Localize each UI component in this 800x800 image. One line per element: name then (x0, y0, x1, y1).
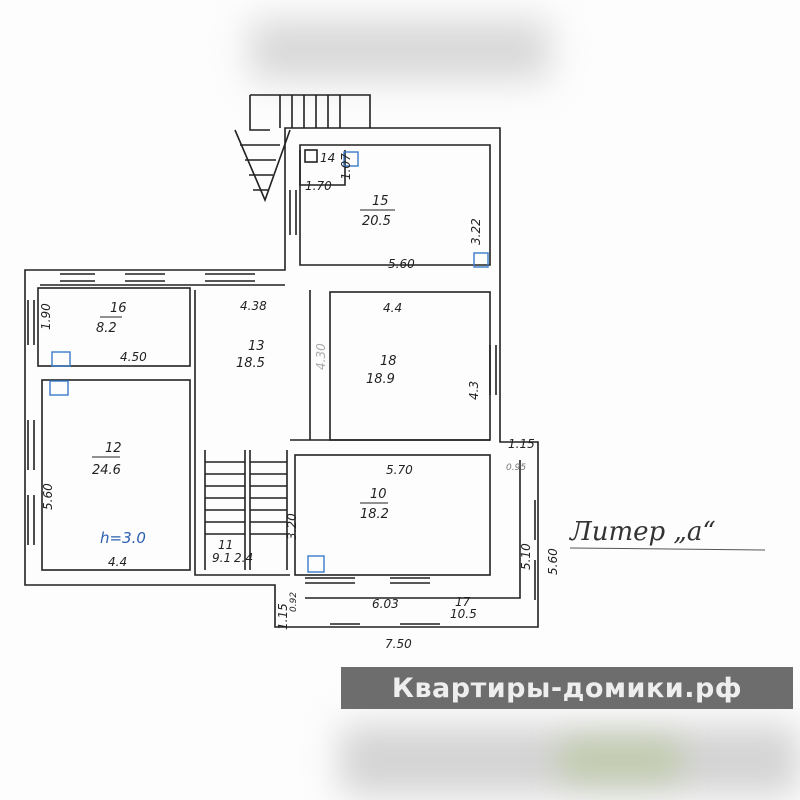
watermark-text: Квартиры-домики.рф (391, 672, 743, 704)
svg-text:1.15: 1.15 (508, 437, 535, 451)
svg-text:1.07: 1.07 (339, 153, 353, 180)
room-13-label: 13 18.5 (236, 339, 265, 371)
blurred-region-top (250, 20, 550, 80)
watermark-banner: Квартиры-домики.рф (341, 667, 793, 709)
svg-text:15: 15 (372, 194, 389, 209)
svg-text:0.95: 0.95 (506, 463, 526, 473)
svg-text:1.15: 1.15 (276, 603, 290, 630)
svg-text:5.60: 5.60 (546, 548, 560, 575)
svg-text:18.2: 18.2 (360, 507, 389, 522)
svg-text:3.22: 3.22 (469, 218, 483, 245)
svg-text:9.1: 9.1 (212, 551, 231, 565)
toilet-icon (304, 149, 318, 163)
svg-text:10: 10 (370, 487, 387, 502)
svg-text:16: 16 (110, 301, 127, 316)
svg-text:4.38: 4.38 (240, 299, 267, 313)
svg-text:17: 17 (455, 595, 471, 609)
dimension-labels: 1.90 4.50 4.38 4.30 4.4 4.3 5.60 3.22 1.… (39, 153, 560, 651)
svg-text:8.2: 8.2 (96, 321, 117, 336)
litera-label: Литер „а“ (568, 517, 716, 547)
svg-text:10.5: 10.5 (450, 607, 477, 621)
svg-text:20.5: 20.5 (362, 214, 391, 229)
svg-text:5.70: 5.70 (386, 463, 413, 477)
litera-underline (569, 547, 766, 551)
svg-text:18.5: 18.5 (236, 356, 265, 371)
svg-text:4.50: 4.50 (120, 350, 147, 364)
svg-text:5.60: 5.60 (41, 483, 55, 510)
room-12-label: 12 24.6 (92, 441, 122, 478)
stairs-interior (204, 450, 288, 570)
svg-text:24.6: 24.6 (92, 463, 121, 478)
room-16-label: 168.2 (96, 301, 127, 336)
svg-text:13: 13 (248, 339, 265, 354)
svg-text:4.30: 4.30 (314, 343, 328, 370)
stairs-top (234, 94, 371, 203)
svg-text:7.50: 7.50 (385, 637, 412, 651)
svg-text:1.70: 1.70 (305, 179, 332, 193)
svg-text:4.4: 4.4 (383, 301, 402, 315)
svg-text:6.03: 6.03 (372, 597, 399, 611)
heater-icon (343, 151, 359, 167)
svg-text:0.92: 0.92 (289, 592, 299, 612)
room-14-label: 14 (320, 151, 335, 165)
svg-text:11: 11 (218, 538, 233, 552)
room-11-label: 119.1 (212, 538, 233, 565)
heater-icon (307, 555, 325, 573)
svg-text:2.4: 2.4 (234, 551, 253, 565)
svg-text:4.4: 4.4 (108, 555, 127, 569)
svg-text:18.9: 18.9 (366, 372, 395, 387)
svg-text:18: 18 (380, 354, 397, 369)
room-18-label: 18 18.9 (366, 354, 397, 387)
room-15-label: 15 20.5 (360, 194, 395, 229)
svg-text:1.90: 1.90 (39, 303, 53, 330)
svg-text:5.60: 5.60 (388, 257, 415, 271)
svg-text:5.10: 5.10 (519, 543, 533, 570)
svg-text:12: 12 (105, 441, 122, 456)
heater-icon (473, 252, 489, 268)
ceiling-height-note: h=3.0 (100, 529, 146, 547)
heater-icon (51, 351, 71, 367)
windows (27, 190, 536, 625)
svg-text:3.20: 3.20 (285, 513, 299, 540)
heater-icon (49, 380, 69, 396)
blurred-region-bottom-green (560, 740, 680, 780)
room-10-label: 10 18.2 (360, 487, 389, 522)
walls (24, 127, 539, 628)
svg-text:4.3: 4.3 (467, 381, 481, 400)
